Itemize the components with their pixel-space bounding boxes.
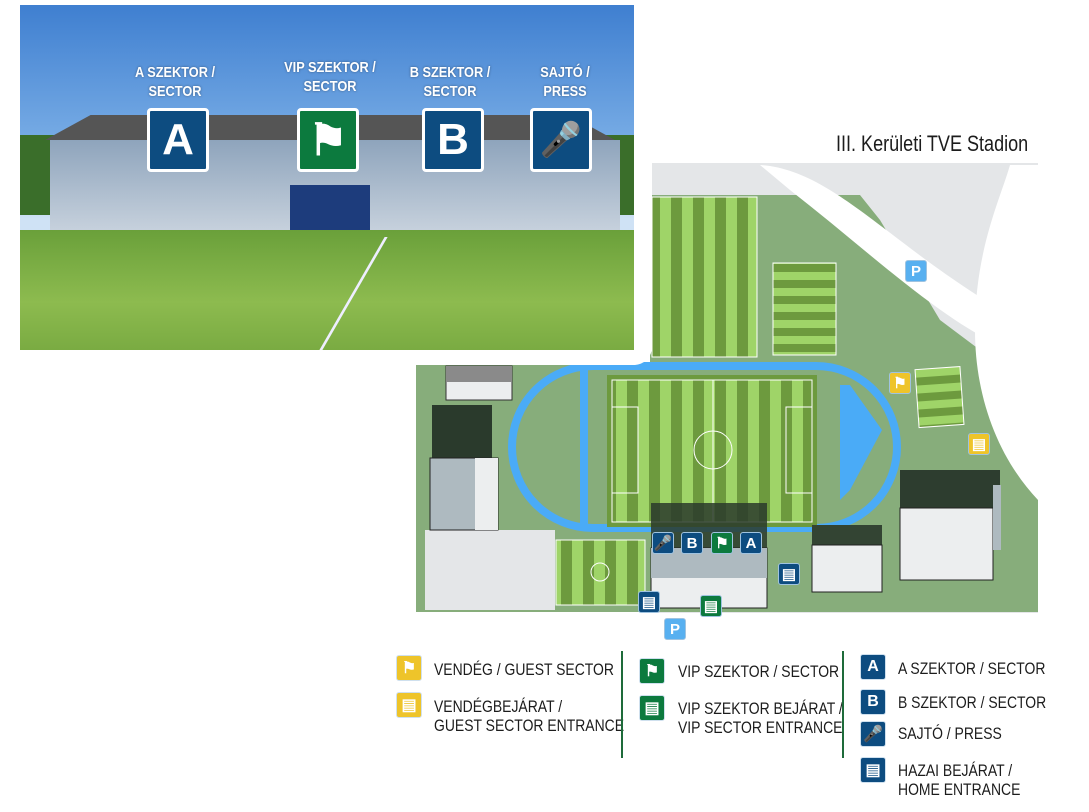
stadium-photo: A SZEKTOR /SECTOR VIP SZEKTOR /SECTOR B …: [20, 5, 634, 350]
home-entrance-marker[interactable]: ▤: [638, 591, 660, 613]
photo-label-vip: VIP SZEKTOR /SECTOR: [284, 59, 376, 95]
a-sector-icon: A: [860, 654, 886, 680]
flag-icon: ⚑: [639, 658, 665, 684]
ticket-icon: ▤: [396, 692, 422, 718]
legend-guest-sector: VENDÉG / GUEST SECTOR: [434, 660, 614, 679]
ticket-icon: ▤: [703, 598, 719, 615]
a-sector-icon: A: [147, 108, 209, 172]
photo-label-press: SAJTÓ /PRESS: [540, 64, 590, 100]
parking-marker[interactable]: P: [905, 260, 927, 282]
vip-sector-marker[interactable]: ⚑: [711, 532, 733, 554]
guest-sector-marker[interactable]: ⚑: [889, 372, 911, 394]
divider: [621, 651, 623, 758]
press-marker[interactable]: 🎤: [652, 532, 674, 554]
microphone-icon: 🎤: [653, 535, 673, 552]
b-sector-icon: B: [860, 689, 886, 715]
flag-icon: ⚑: [893, 375, 907, 392]
guest-entrance-marker[interactable]: ▤: [968, 433, 990, 455]
b-sector-marker[interactable]: B: [681, 532, 703, 554]
parking-marker[interactable]: P: [664, 618, 686, 640]
legend-press: SAJTÓ / PRESS: [898, 724, 1002, 743]
vip-entrance-marker[interactable]: ▤: [700, 595, 722, 617]
ticket-icon: ▤: [860, 757, 886, 783]
ticket-icon: ▤: [639, 695, 665, 721]
ticket-icon: ▤: [971, 436, 987, 453]
microphone-icon: 🎤: [860, 721, 886, 747]
photo-label-a: A SZEKTOR /SECTOR: [134, 64, 216, 100]
legend-a-sector: A SZEKTOR / SECTOR: [898, 659, 1046, 678]
legend-b-sector: B SZEKTOR / SECTOR: [898, 693, 1047, 712]
legend-vip-entrance: VIP SZEKTOR BEJÁRAT /VIP SECTOR ENTRANCE: [678, 699, 843, 737]
legend-home-entrance: HAZAI BEJÁRAT /HOME ENTRANCE: [898, 761, 1021, 799]
microphone-icon: 🎤: [530, 108, 592, 172]
b-sector-icon: B: [422, 108, 484, 172]
ticket-icon: ▤: [781, 566, 797, 583]
a-sector-marker[interactable]: A: [740, 532, 762, 554]
stadium-map: [383, 163, 1038, 613]
ticket-icon: ▤: [641, 594, 657, 611]
legend-guest-entrance: VENDÉGBEJÁRAT /GUEST SECTOR ENTRANCE: [434, 697, 625, 735]
vip-flag-icon: ⚑: [297, 108, 359, 172]
map-title: III. Kerületi TVE Stadion: [836, 131, 1029, 156]
photo-label-b: B SZEKTOR /SECTOR: [409, 64, 491, 100]
divider: [842, 651, 844, 758]
flag-icon: ⚑: [715, 535, 729, 552]
flag-icon: ⚑: [396, 655, 422, 681]
home-entrance-marker[interactable]: ▤: [778, 563, 800, 585]
legend-vip-sector: VIP SZEKTOR / SECTOR: [678, 662, 840, 681]
